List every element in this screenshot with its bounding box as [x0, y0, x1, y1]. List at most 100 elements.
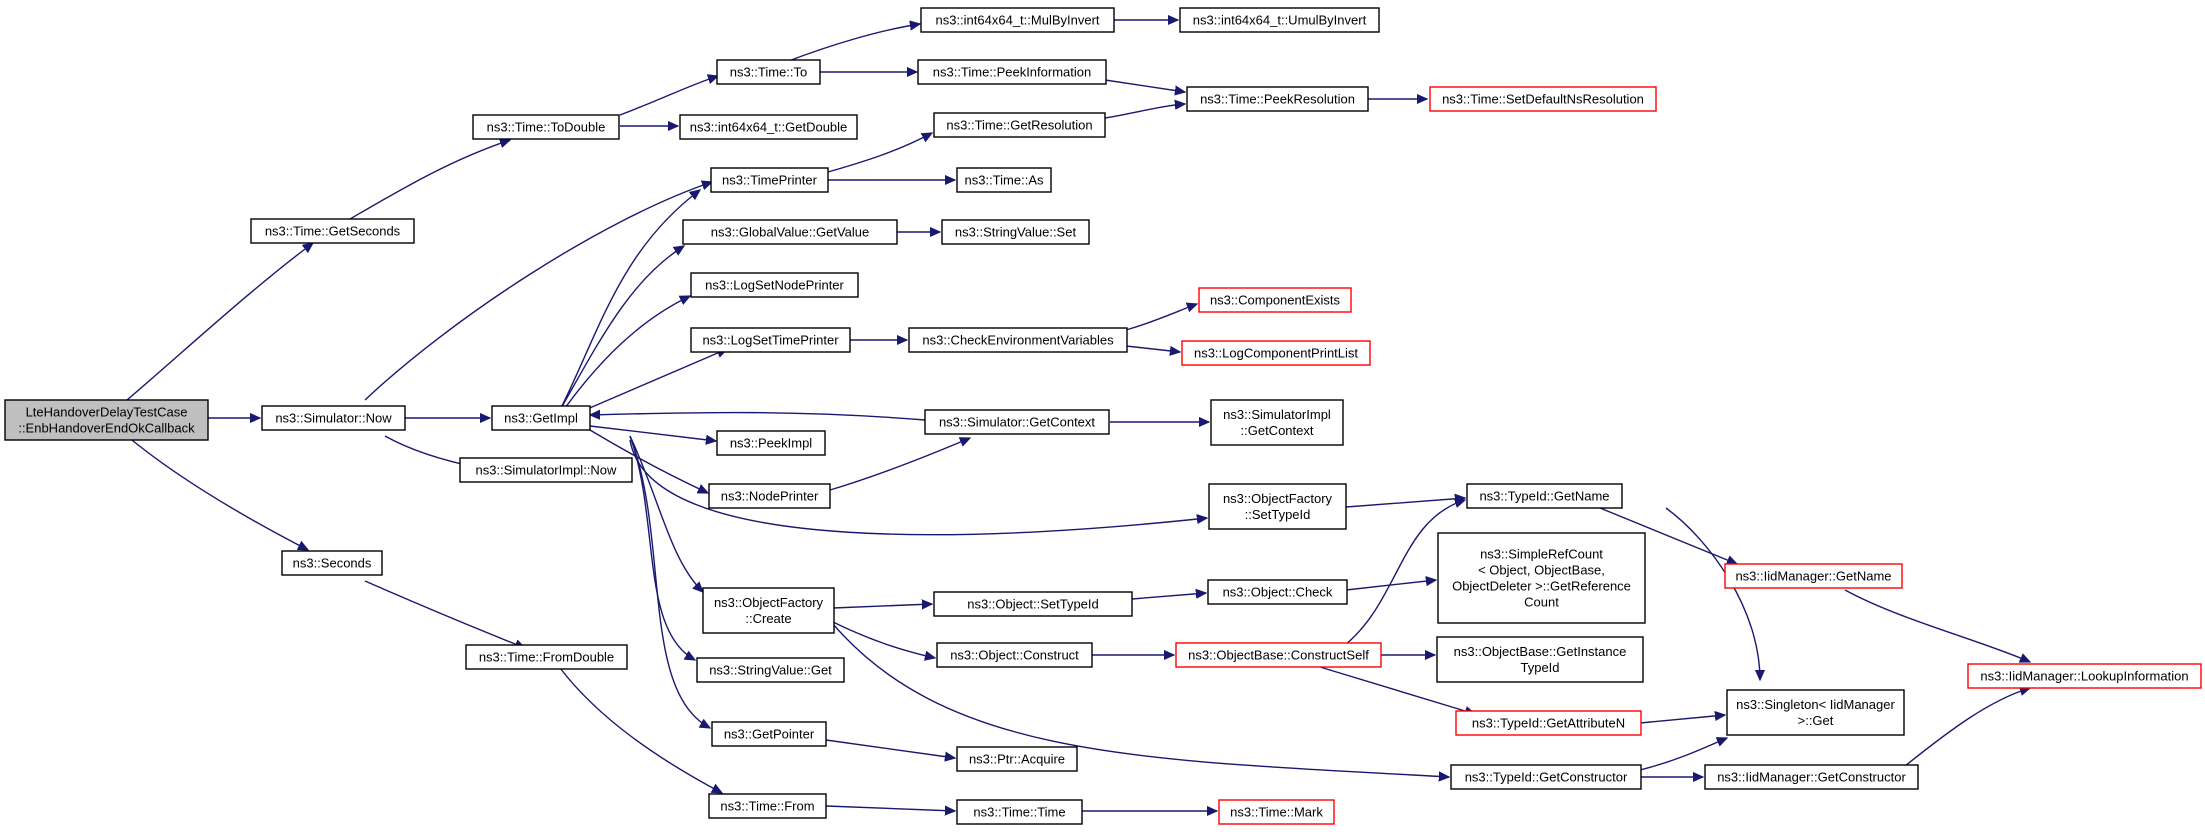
node-tidgetname[interactable]: ns3::TypeId::GetName [1466, 483, 1623, 509]
node-label: ::GetContext [1241, 423, 1314, 438]
node-timeprinter[interactable]: ns3::TimePrinter [710, 167, 829, 193]
edge-getimpl-svget [629, 435, 695, 660]
node-box [261, 405, 406, 431]
node-box [1198, 287, 1352, 313]
node-mulbyinvert[interactable]: ns3::int64x64_t::MulByInvert [920, 7, 1115, 33]
node-box [250, 218, 415, 244]
node-root[interactable]: LteHandoverDelayTestCase::EnbHandoverEnd… [4, 399, 209, 441]
edge-checkenv-logcomplist [1125, 345, 1180, 352]
node-seconds[interactable]: ns3::Seconds [281, 550, 383, 576]
node-obconstructself[interactable]: ns3::ObjectBase::ConstructSelf [1175, 642, 1382, 668]
node-label: ns3::Time::As [965, 173, 1044, 188]
node-timetime[interactable]: ns3::Time::Time [956, 799, 1083, 825]
edge-simgetcontext-getimpl [590, 413, 926, 421]
node-singletonget[interactable]: ns3::Singleton< IidManager>::Get [1726, 689, 1905, 736]
edge-getimpl-gvgetvalue [559, 246, 684, 411]
node-simnow[interactable]: ns3::Simulator::Now [261, 405, 406, 431]
node-label: ns3::SimpleRefCount [1480, 547, 1603, 562]
node-label: ns3::PeekImpl [730, 436, 812, 451]
node-label: ns3::Object::Check [1223, 585, 1333, 600]
edge-layer [126, 20, 2030, 811]
node-compexists[interactable]: ns3::ComponentExists [1198, 287, 1352, 313]
node-box [465, 644, 628, 670]
node-logsettime[interactable]: ns3::LogSetTimePrinter [690, 327, 851, 353]
node-timemark[interactable]: ns3::Time::Mark [1218, 799, 1335, 825]
node-getseconds[interactable]: ns3::Time::GetSeconds [250, 218, 415, 244]
node-label: ns3::GetImpl [504, 411, 578, 426]
node-ptracquire[interactable]: ns3::Ptr::Acquire [956, 746, 1078, 772]
node-label: ns3::Time::Time [973, 805, 1065, 820]
edge-timefrom-timetime [825, 806, 955, 811]
node-label: < Object, ObjectBase, [1478, 563, 1605, 578]
node-getpointer[interactable]: ns3::GetPointer [711, 721, 827, 747]
node-simgetcontext[interactable]: ns3::Simulator::GetContext [924, 409, 1110, 435]
node-label: ns3::Time::PeekInformation [933, 65, 1091, 80]
edge-getimpl-nodeprinter [589, 429, 708, 494]
node-logcomplist[interactable]: ns3::LogComponentPrintList [1181, 340, 1371, 366]
node-logsetnode[interactable]: ns3::LogSetNodePrinter [690, 272, 859, 298]
node-fromdouble[interactable]: ns3::Time::FromDouble [465, 644, 628, 670]
node-tidgetconstructor[interactable]: ns3::TypeId::GetConstructor [1450, 764, 1642, 790]
node-ofcreate[interactable]: ns3::ObjectFactory::Create [702, 587, 835, 634]
node-simimplnow[interactable]: ns3::SimulatorImpl::Now [459, 457, 633, 483]
node-getresolution[interactable]: ns3::Time::GetResolution [933, 112, 1106, 138]
node-objsettypeid[interactable]: ns3::Object::SetTypeId [933, 591, 1133, 617]
node-timefrom[interactable]: ns3::Time::From [708, 793, 827, 819]
node-simimplgetcontext[interactable]: ns3::SimulatorImpl::GetContext [1210, 399, 1344, 446]
edge-tidgetname-singletonget [1665, 507, 1760, 680]
edge-nodeprinter-simgetcontext [829, 438, 970, 491]
edge-getpointer-ptracquire [825, 739, 955, 758]
node-nodeprinter[interactable]: ns3::NodePrinter [708, 483, 831, 509]
node-layer: LteHandoverDelayTestCase::EnbHandoverEnd… [4, 7, 2202, 825]
node-iidlookup[interactable]: ns3::IidManager::LookupInformation [1967, 663, 2202, 689]
node-peekresolution[interactable]: ns3::Time::PeekResolution [1186, 86, 1369, 112]
edge-ofsettypeid-tidgetname [1345, 498, 1465, 508]
node-svget[interactable]: ns3::StringValue::Get [696, 657, 845, 683]
node-box [924, 409, 1110, 435]
edge-iidgetconstructor-iidlookup [1904, 688, 2030, 767]
node-timeas[interactable]: ns3::Time::As [956, 167, 1052, 193]
node-checkenv[interactable]: ns3::CheckEnvironmentVariables [908, 327, 1128, 353]
node-label: ns3::GetPointer [724, 727, 815, 742]
node-box [1724, 563, 1903, 589]
node-label: ns3::TypeId::GetAttributeN [1472, 716, 1625, 731]
node-iidgetconstructor[interactable]: ns3::IidManager::GetConstructor [1704, 764, 1919, 790]
edge-ofcreate-objconstruct [832, 621, 935, 658]
node-objcheck[interactable]: ns3::Object::Check [1207, 579, 1348, 605]
node-ofsettypeid[interactable]: ns3::ObjectFactory::SetTypeId [1208, 483, 1347, 530]
node-getimpl[interactable]: ns3::GetImpl [491, 405, 591, 431]
node-peekimpl[interactable]: ns3::PeekImpl [716, 430, 826, 456]
node-label: ns3::Time::ToDouble [487, 120, 606, 135]
edge-tidgetname-iidgetname [1599, 507, 1737, 564]
edge-objcheck-srcgetref [1345, 580, 1436, 591]
node-umulbyinvert[interactable]: ns3::int64x64_t::UmulByInvert [1179, 7, 1380, 33]
node-iidgetname[interactable]: ns3::IidManager::GetName [1724, 563, 1903, 589]
node-label: TypeId [1520, 660, 1559, 675]
node-box [682, 219, 898, 245]
node-setdefaultns[interactable]: ns3::Time::SetDefaultNsResolution [1429, 86, 1657, 112]
node-tidgetattr[interactable]: ns3::TypeId::GetAttributeN [1455, 710, 1642, 736]
node-to[interactable]: ns3::Time::To [716, 59, 821, 85]
node-svset[interactable]: ns3::StringValue::Set [941, 219, 1090, 245]
edge-obconstructself-tidgetname [1344, 500, 1465, 646]
node-label: ns3::int64x64_t::GetDouble [690, 120, 848, 135]
node-getdouble[interactable]: ns3::int64x64_t::GetDouble [679, 114, 858, 140]
node-box [281, 550, 383, 576]
node-label: ns3::int64x64_t::MulByInvert [935, 13, 1099, 28]
node-objconstruct[interactable]: ns3::Object::Construct [936, 642, 1093, 668]
node-label: ns3::SimulatorImpl::Now [476, 463, 617, 478]
node-label: ::EnbHandoverEndOkCallback [18, 421, 195, 436]
node-peekinformation[interactable]: ns3::Time::PeekInformation [917, 59, 1107, 85]
edge-getresolution-peekresolution [1104, 104, 1185, 119]
edge-getimpl-peekimpl [589, 425, 716, 441]
node-box [1210, 399, 1344, 446]
node-srcgetref[interactable]: ns3::SimpleRefCount< Object, ObjectBase,… [1437, 532, 1646, 624]
node-box [920, 7, 1115, 33]
node-label: ObjectDeleter >::GetReference [1452, 579, 1631, 594]
node-box [1179, 7, 1380, 33]
node-gvgetvalue[interactable]: ns3::GlobalValue::GetValue [682, 219, 898, 245]
node-todouble[interactable]: ns3::Time::ToDouble [472, 114, 620, 140]
node-box [908, 327, 1128, 353]
